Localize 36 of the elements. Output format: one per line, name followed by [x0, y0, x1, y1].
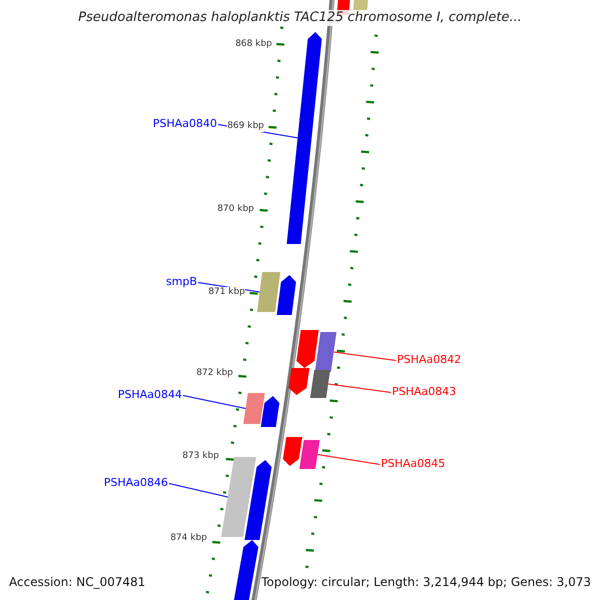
gene-bar [257, 272, 280, 312]
scale-label: 871 kbp [208, 287, 245, 298]
gene-feature [276, 275, 296, 315]
gene-label: PSHAa0842 [397, 353, 462, 366]
gene-feature [232, 540, 258, 600]
gene-label: PSHAa0843 [392, 385, 456, 398]
gene-feature [244, 460, 272, 540]
gene-bar [243, 393, 265, 424]
gene-feature [282, 437, 302, 466]
scale-label: 869 kbp [227, 121, 264, 132]
gene-label: PSHAa0844 [118, 388, 182, 401]
leader-line [333, 352, 396, 361]
gene-bar [314, 332, 336, 372]
gene-bar [299, 440, 320, 469]
footer-text: Accession: NC_007481 [9, 575, 146, 589]
leader-line [182, 395, 246, 409]
gene-feature [296, 330, 319, 368]
gene-feature [286, 32, 322, 244]
scale-label: 870 kbp [217, 204, 254, 215]
gene-label: PSHAa0846 [104, 476, 168, 489]
chart-title: Pseudoalteromonas haloplanktis TAC125 chromosome I, complete... [78, 10, 522, 26]
gene-label: PSHAa0845 [381, 457, 446, 470]
leader-line [317, 454, 380, 465]
gene-label: PSHAa0840 [152, 117, 217, 130]
gene-feature [288, 368, 310, 395]
scale-label: 872 kbp [196, 368, 233, 379]
scale-label: 873 kbp [182, 451, 219, 462]
gene-bar [310, 370, 330, 398]
leader-line [328, 384, 392, 393]
footer-text: Topology: circular; Length: 3,214,944 bp; Genes: 3,073 [261, 575, 591, 589]
gene-feature [260, 396, 280, 427]
scale-label: 868 kbp [235, 39, 272, 50]
scale-label: 874 kbp [170, 533, 207, 544]
gene-bar [221, 457, 256, 537]
gene-label: smpB [166, 275, 197, 288]
leader-line [168, 483, 228, 498]
